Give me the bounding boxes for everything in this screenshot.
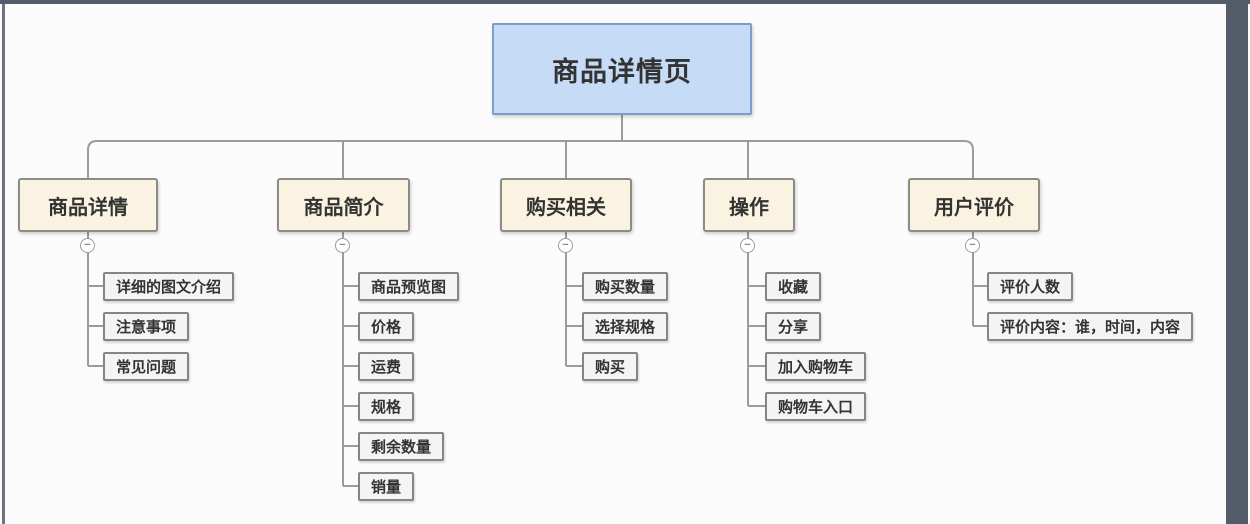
child-node[interactable]: 收藏	[765, 272, 822, 301]
branch3-spine	[565, 232, 582, 367]
branch2-spine	[342, 232, 358, 487]
child-node[interactable]: 评价内容：谁，时间，内容	[987, 312, 1194, 341]
child-node[interactable]: 详细的图文介绍	[103, 272, 235, 301]
child-node[interactable]: 规格	[358, 392, 415, 421]
child-node[interactable]: 分享	[765, 312, 822, 341]
window-edge-right	[1226, 0, 1248, 524]
child-node[interactable]: 商品预览图	[358, 272, 460, 301]
branch-node-product-intro[interactable]: 商品简介	[277, 178, 410, 232]
rail-line	[87, 140, 974, 178]
child-node[interactable]: 评价人数	[987, 272, 1074, 301]
branch-node-actions[interactable]: 操作	[703, 178, 795, 232]
child-node[interactable]: 价格	[358, 312, 415, 341]
child-node[interactable]: 购买	[582, 352, 639, 381]
root-node[interactable]: 商品详情页	[492, 23, 752, 115]
child-node[interactable]: 注意事项	[103, 312, 190, 341]
collapse-minus-icon[interactable]: −	[335, 238, 350, 253]
window-edge-top	[0, 0, 1250, 4]
branch-node-purchase-related[interactable]: 购买相关	[500, 178, 632, 232]
child-node[interactable]: 运费	[358, 352, 415, 381]
branch1-spine	[87, 232, 103, 367]
child-node[interactable]: 剩余数量	[358, 432, 445, 461]
child-node[interactable]: 购买数量	[582, 272, 669, 301]
collapse-minus-icon[interactable]: −	[558, 238, 573, 253]
child-node[interactable]: 加入购物车	[765, 352, 867, 381]
branch-node-user-reviews[interactable]: 用户评价	[908, 178, 1040, 232]
child-node[interactable]: 选择规格	[582, 312, 669, 341]
child-node[interactable]: 常见问题	[103, 352, 190, 381]
child-node[interactable]: 购物车入口	[765, 392, 867, 421]
collapse-minus-icon[interactable]: −	[965, 238, 980, 253]
collapse-minus-icon[interactable]: −	[740, 238, 755, 253]
branch-node-product-details[interactable]: 商品详情	[18, 178, 158, 232]
collapse-minus-icon[interactable]: −	[80, 238, 95, 253]
window-edge-left	[2, 0, 5, 524]
child-node[interactable]: 销量	[358, 472, 415, 501]
branch4-spine	[747, 232, 765, 407]
